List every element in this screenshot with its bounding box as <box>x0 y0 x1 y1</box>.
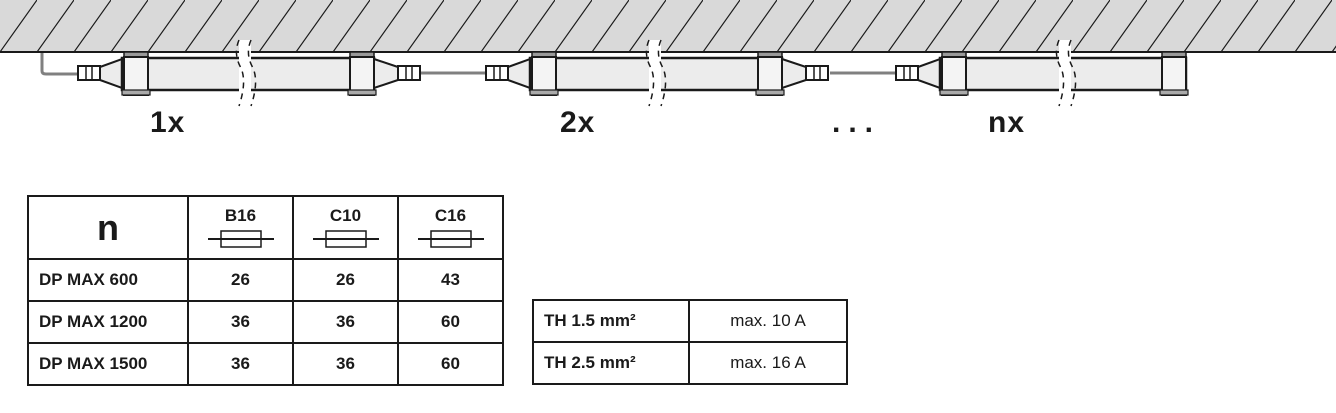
value-cell: 36 <box>187 342 294 386</box>
installation-diagram <box>0 0 1336 107</box>
connector <box>485 65 509 81</box>
mounting-clamp <box>121 51 151 96</box>
connector <box>77 65 101 81</box>
value-cell: 26 <box>187 258 294 302</box>
connector <box>805 65 829 81</box>
value-cell: 60 <box>397 300 504 344</box>
cable-cell: TH 1.5 mm² <box>532 299 690 343</box>
table-row: DP MAX 600 26 26 43 <box>27 258 504 302</box>
value-cell: 26 <box>292 258 399 302</box>
ceiling <box>0 0 1336 53</box>
fuse-symbol-icon <box>312 229 379 248</box>
luminaire <box>507 39 784 107</box>
mounting-clamp <box>755 51 785 96</box>
fuse-symbol-icon <box>417 229 484 248</box>
value-cell: 36 <box>292 300 399 344</box>
corner-label: n <box>27 195 189 260</box>
value-cell: 36 <box>187 300 294 344</box>
model-cell: DP MAX 600 <box>27 258 189 302</box>
cable-table: TH 1.5 mm² max. 10 A TH 2.5 mm² max. 16 … <box>532 299 848 385</box>
model-cell: DP MAX 1500 <box>27 342 189 386</box>
connector <box>895 65 919 81</box>
table-row: DP MAX 1200 36 36 60 <box>27 300 504 344</box>
mounting-clamp <box>529 51 559 96</box>
column-header-b16: B16 <box>187 195 294 260</box>
break-mark <box>645 39 667 107</box>
break-mark <box>1055 39 1077 107</box>
column-header-c10: C10 <box>292 195 399 260</box>
max-current-cell: max. 16 A <box>688 341 848 385</box>
mounting-clamp <box>939 51 969 96</box>
break-mark <box>235 39 257 107</box>
table-row: TH 1.5 mm² max. 10 A <box>532 299 848 343</box>
column-label: C10 <box>329 205 362 225</box>
fuse-symbol-icon <box>207 229 274 248</box>
table-row: TH 2.5 mm² max. 16 A <box>532 341 848 385</box>
table-row: DP MAX 1500 36 36 60 <box>27 342 504 386</box>
fuse-table-header: n B16 C10 C16 <box>27 195 504 260</box>
column-label: B16 <box>224 205 257 225</box>
value-cell: 43 <box>397 258 504 302</box>
luminaire <box>917 39 1188 107</box>
fuse-table: n B16 C10 C16 DP MAX 600 26 26 43 DP MAX… <box>27 195 504 386</box>
mounting-clamp <box>347 51 377 96</box>
value-cell: 60 <box>397 342 504 386</box>
value-cell: 36 <box>292 342 399 386</box>
supply-cable <box>40 53 78 76</box>
column-header-c16: C16 <box>397 195 504 260</box>
mounting-clamp <box>1159 51 1189 96</box>
max-current-cell: max. 10 A <box>688 299 848 343</box>
multiplier-label-1: 1x <box>150 106 186 139</box>
luminaire <box>99 39 376 107</box>
model-cell: DP MAX 1200 <box>27 300 189 344</box>
cable-cell: TH 2.5 mm² <box>532 341 690 385</box>
multiplier-label-2: 2x <box>560 106 596 139</box>
multiplier-label-n: nx <box>988 106 1026 139</box>
multiplier-label-ellipsis: ... <box>832 106 882 139</box>
connector <box>397 65 421 81</box>
column-label: C16 <box>434 205 467 225</box>
